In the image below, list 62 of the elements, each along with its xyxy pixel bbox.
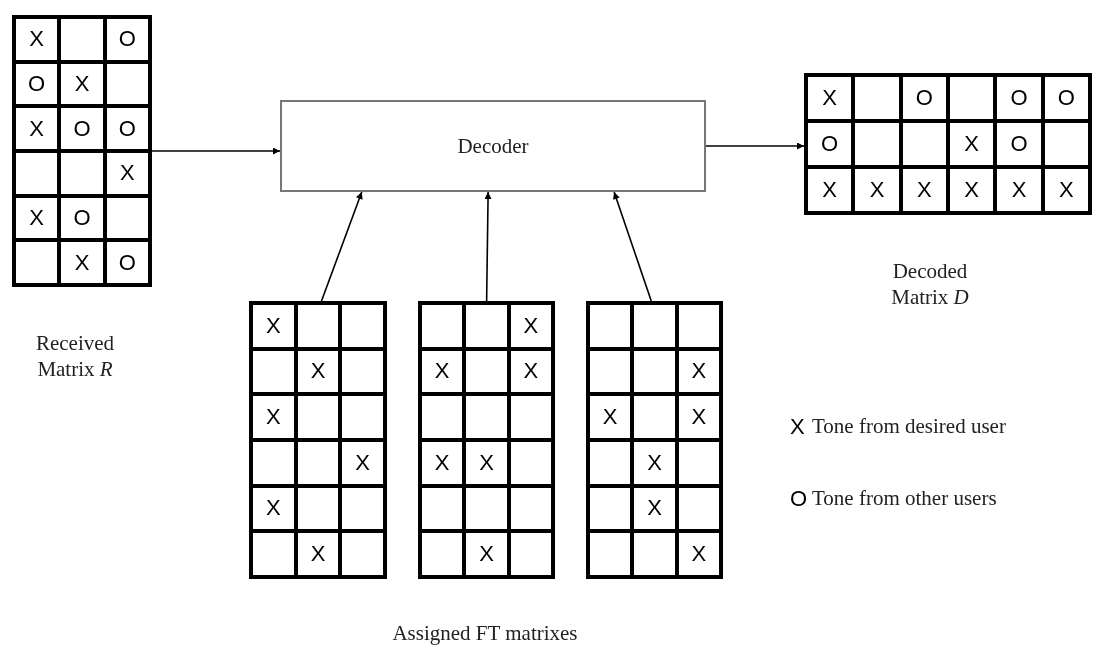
process-box (280, 100, 706, 192)
cell-mark: X (523, 314, 539, 337)
cell-mark: X (647, 497, 662, 520)
cell-mark: O (821, 133, 839, 155)
cell-mark: X (74, 251, 90, 274)
cell-mark: O (118, 251, 136, 274)
cell-mark: X (479, 451, 494, 474)
cell-mark: O (1010, 133, 1028, 155)
cell-mark: X (29, 207, 44, 229)
matrix-caption: Received Matrix R (34, 330, 116, 383)
cell-mark: O (118, 28, 136, 51)
figure-caption: Assigned FT matrixes (391, 620, 579, 647)
arrow (484, 191, 492, 302)
legend-text: Tone from desired user (812, 413, 1007, 440)
cell-mark: X (266, 406, 281, 429)
cell-mark: X (434, 360, 450, 383)
matrix-grid (804, 73, 1092, 215)
legend-symbol: O (790, 485, 809, 513)
cell-mark: X (691, 406, 707, 429)
cell-mark: O (73, 117, 91, 140)
cell-mark: X (1011, 179, 1027, 201)
cell-mark: O (915, 87, 933, 109)
cell-mark: X (523, 360, 539, 383)
matrix-grid (12, 15, 152, 287)
cell-mark: X (964, 179, 979, 201)
cell-mark: X (691, 360, 707, 383)
legend-text: Tone from other users (812, 485, 998, 512)
cell-mark: X (355, 451, 370, 474)
cell-mark: X (310, 360, 326, 383)
cell-mark: O (1010, 87, 1028, 109)
box-label: Decoder (457, 132, 529, 160)
cell-mark: X (602, 406, 618, 429)
cell-mark: X (434, 451, 450, 474)
arrow (705, 142, 805, 150)
cell-mark: X (964, 133, 979, 155)
cell-mark: O (118, 117, 136, 140)
cell-mark: X (916, 179, 932, 201)
cell-mark: O (28, 73, 46, 95)
matrix-grid (418, 301, 555, 579)
cell-mark: X (869, 179, 885, 201)
arrow (151, 147, 281, 155)
cell-mark: X (310, 543, 326, 566)
matrix-grid (586, 301, 723, 579)
arrow (613, 191, 653, 302)
cell-mark: O (1057, 87, 1075, 109)
matrix-grid (249, 301, 387, 579)
cell-mark: X (822, 179, 837, 201)
cell-mark: X (74, 73, 90, 95)
cell-mark: X (691, 543, 707, 566)
cell-mark: X (119, 162, 135, 185)
matrix-caption: Decoded Matrix D (890, 258, 970, 311)
cell-mark: O (73, 207, 91, 229)
cell-mark: X (29, 28, 44, 51)
cell-mark: X (822, 87, 837, 109)
cell-mark: X (647, 451, 662, 474)
cell-mark: X (29, 117, 44, 140)
arrow (320, 191, 363, 302)
legend-symbol: X (790, 413, 806, 441)
cell-mark: X (1058, 179, 1074, 201)
cell-mark: X (479, 543, 494, 566)
cell-mark: X (266, 497, 281, 520)
cell-mark: X (266, 314, 281, 337)
